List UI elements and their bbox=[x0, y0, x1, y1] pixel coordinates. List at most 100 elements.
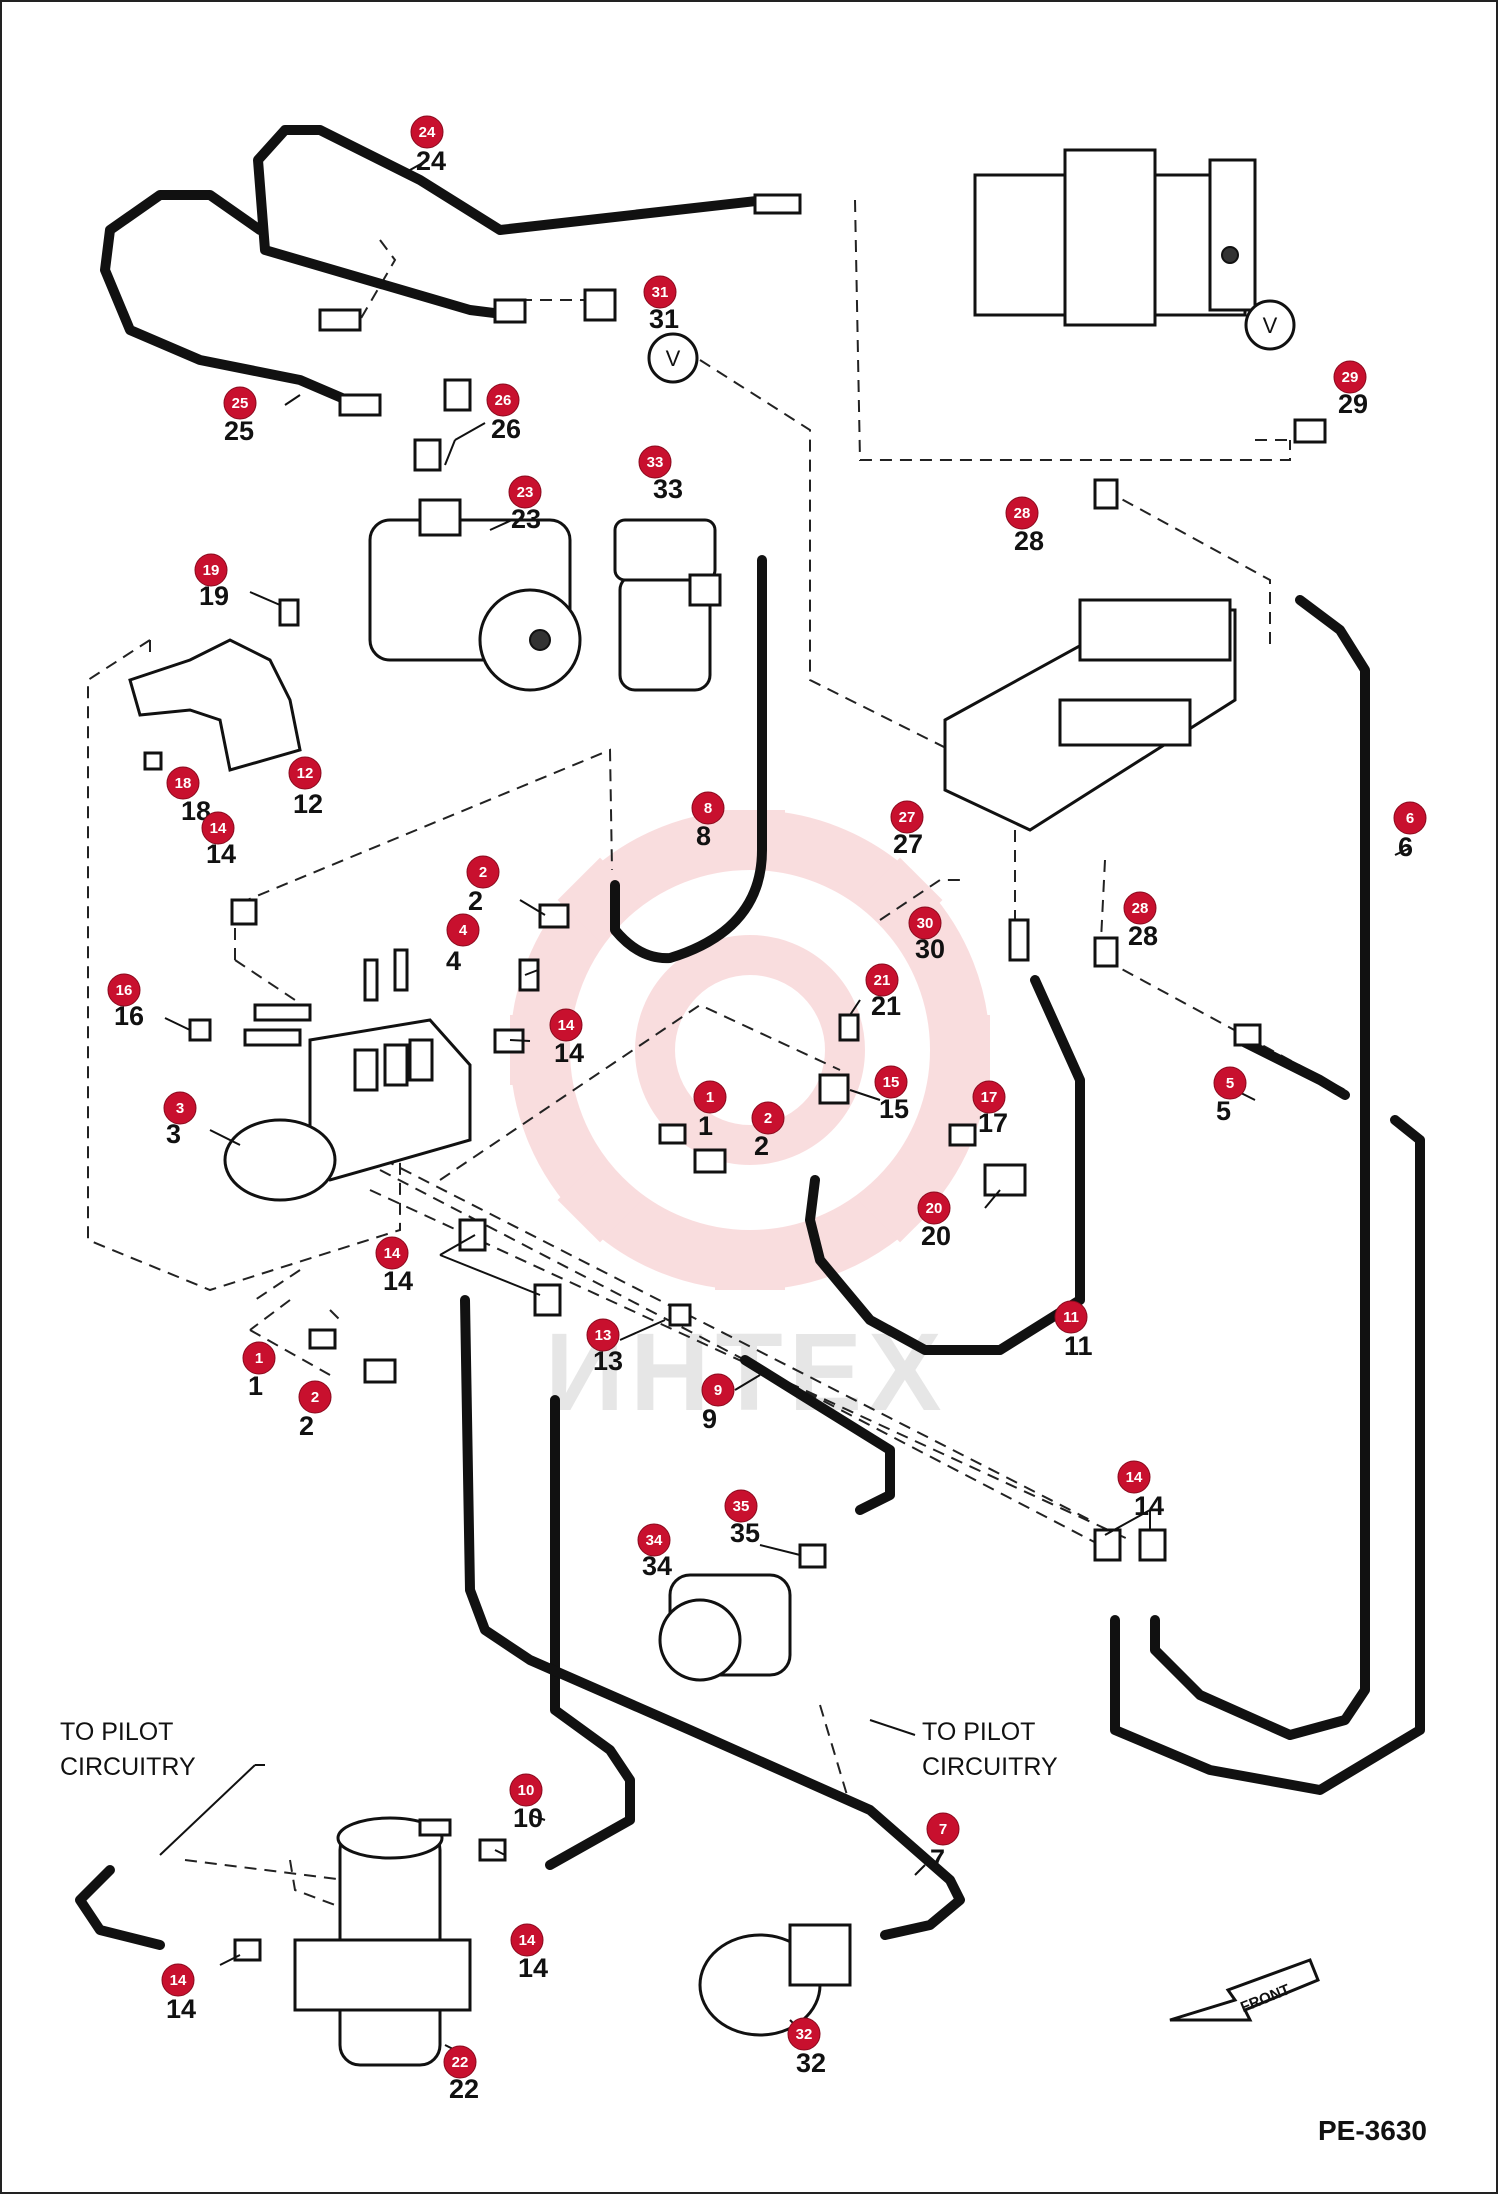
clamp-2c bbox=[363, 1358, 397, 1384]
callout-badge-icon bbox=[1005, 496, 1039, 530]
callout-number: 32 bbox=[796, 2048, 826, 2078]
callout-c2a: 22 bbox=[466, 855, 500, 916]
callout-number: 1 bbox=[248, 1371, 263, 1401]
callout-number: 35 bbox=[730, 1518, 760, 1548]
fitting-24-end bbox=[753, 193, 802, 215]
callout-badge-icon bbox=[161, 1963, 195, 1997]
callout-number: 28 bbox=[1128, 921, 1158, 951]
callout-c2c: 22 bbox=[298, 1380, 332, 1441]
callout-badge-text: 12 bbox=[297, 765, 314, 782]
fitting-1b bbox=[308, 1328, 337, 1350]
callout-badge-text: 4 bbox=[459, 922, 468, 939]
callout-badge-text: 7 bbox=[939, 1821, 947, 1838]
watermark-gear-icon bbox=[510, 810, 990, 1290]
callout-badge-text: 10 bbox=[518, 1782, 535, 1799]
callout-badge-text: 24 bbox=[419, 124, 436, 141]
callout-badge-icon bbox=[1117, 1460, 1151, 1494]
callout-badge-icon bbox=[693, 1080, 727, 1114]
callout-badge-text: 14 bbox=[210, 820, 227, 837]
elbow-26a bbox=[443, 378, 472, 412]
callout-badge-text: 6 bbox=[1406, 810, 1414, 827]
hose-9 bbox=[740, 1355, 895, 1515]
callout-number: 30 bbox=[915, 934, 945, 964]
elbow-28b bbox=[1093, 936, 1119, 968]
callout-number: 6 bbox=[1398, 832, 1413, 862]
callout-badge-text: 28 bbox=[1014, 505, 1031, 522]
fitting-1a bbox=[658, 1123, 687, 1145]
callout-number: 5 bbox=[1216, 1096, 1231, 1126]
callout-number: 7 bbox=[930, 1844, 945, 1874]
callout-badge-icon bbox=[466, 855, 500, 889]
clamp-2b bbox=[693, 1148, 727, 1174]
callout-badge-icon bbox=[194, 553, 228, 587]
callout-number: 1 bbox=[698, 1111, 713, 1141]
clamp-20 bbox=[983, 1163, 1027, 1197]
swivel-22 bbox=[293, 1816, 472, 2067]
callout-badge-icon bbox=[638, 445, 672, 479]
elbow-14d1 bbox=[1093, 1528, 1122, 1562]
hose-7 bbox=[460, 1295, 965, 1940]
callout-number: 14 bbox=[518, 1953, 548, 1983]
callout-number: 24 bbox=[416, 146, 446, 176]
callout-badge-text: 26 bbox=[495, 392, 512, 409]
callout-badge-icon bbox=[972, 1080, 1006, 1114]
callout-badge-text: 35 bbox=[733, 1498, 750, 1515]
components: V V bbox=[128, 148, 1320, 2067]
callout-badge-text: 21 bbox=[874, 972, 891, 989]
callout-c1b: 11 bbox=[242, 1341, 276, 1401]
callout-badge-icon bbox=[508, 475, 542, 509]
fitting-30 bbox=[1008, 918, 1030, 962]
front-arrow-icon bbox=[1169, 1958, 1320, 2022]
hose-11 bbox=[805, 975, 1085, 1355]
callout-badge-text: 33 bbox=[647, 454, 664, 471]
callout-number: 8 bbox=[696, 821, 711, 851]
callout-badge-icon bbox=[510, 1923, 544, 1957]
callout-badge-icon bbox=[908, 906, 942, 940]
plug-16 bbox=[188, 1018, 212, 1042]
callout-badge-text: 15 bbox=[883, 1074, 900, 1091]
fitting-25-top bbox=[318, 308, 362, 332]
callout-c9: 99 bbox=[701, 1373, 735, 1434]
callout-badge-text: 14 bbox=[384, 1245, 401, 1262]
callout-badge-text: 30 bbox=[917, 915, 934, 932]
callout-badge-text: 14 bbox=[1126, 1469, 1143, 1486]
filter-33 bbox=[613, 518, 722, 692]
callout-c2b: 22 bbox=[751, 1101, 785, 1161]
callout-c4: 44 bbox=[446, 913, 480, 976]
callout-badge-icon bbox=[1054, 1300, 1088, 1334]
callout-c7: 77 bbox=[926, 1812, 960, 1874]
callout-c6: 66 bbox=[1393, 801, 1427, 862]
valve-symbol-circle bbox=[647, 332, 699, 384]
callout-badge-icon bbox=[443, 2045, 477, 2079]
callout-badge-icon bbox=[787, 2017, 821, 2051]
callout-badge-text: 27 bbox=[899, 809, 916, 826]
callout-number: 27 bbox=[893, 829, 923, 859]
callout-badge-icon bbox=[107, 973, 141, 1007]
callout-badge-text: 25 bbox=[232, 395, 249, 412]
callout-badge-icon bbox=[1393, 801, 1427, 835]
fitting-29 bbox=[1293, 418, 1327, 444]
watermark: ИНТЕХ bbox=[510, 810, 990, 1434]
callout-number: 11 bbox=[1064, 1331, 1093, 1361]
callout-number: 20 bbox=[921, 1221, 951, 1251]
hoses bbox=[75, 125, 1425, 1950]
fitting-5 bbox=[1233, 1023, 1262, 1047]
